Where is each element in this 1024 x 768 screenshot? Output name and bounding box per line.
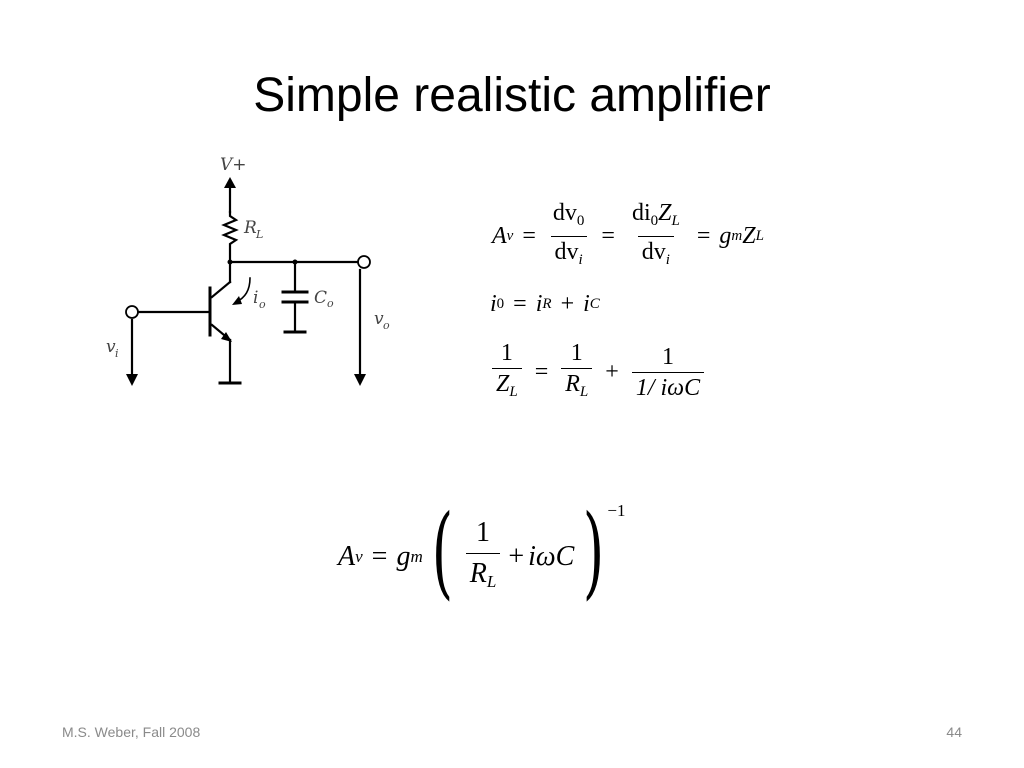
exponent: −1	[607, 501, 626, 520]
output-terminal	[357, 255, 371, 269]
right-paren: )	[583, 493, 605, 610]
footer-author-date: M.S. Weber, Fall 2008	[62, 724, 201, 740]
equation-impedance: 1 ZL = 1 RL + 1 1/ iωC	[488, 338, 708, 407]
current-label: i	[253, 288, 258, 308]
slide-title: Simple realistic amplifier	[253, 69, 771, 122]
page-number: 44	[946, 724, 962, 740]
input-terminal	[125, 305, 139, 319]
fraction-dv0-dvi: dv0 dvi	[549, 198, 589, 275]
fraction-1-RL-result: 1 RL	[465, 513, 501, 602]
current-arrow-head	[232, 296, 242, 305]
input-voltage-label-sub: i	[115, 347, 119, 360]
supply-arrow-head	[224, 177, 236, 188]
left-paren: (	[431, 493, 453, 610]
node-dot-cap	[292, 259, 298, 265]
node-dot-collector	[227, 259, 233, 265]
supply-label: V+	[220, 155, 247, 175]
fraction-1-ZL: 1 ZL	[492, 338, 522, 407]
load-resistor	[221, 210, 239, 264]
output-voltage-label-sub: o	[383, 319, 390, 332]
output-arrow-head	[354, 374, 366, 386]
cap-label: C	[314, 288, 327, 308]
current-label-sub: o	[259, 298, 266, 311]
input-arrow-head	[126, 374, 138, 386]
amplifier-circuit-diagram: V+ R L i o C o v i v o	[106, 155, 390, 386]
collector-lead	[210, 280, 232, 299]
load-resistor-label-sub: L	[255, 228, 263, 241]
fraction-1-RL: 1 RL	[561, 338, 593, 407]
output-voltage-label: v	[374, 309, 384, 329]
input-voltage-label: v	[106, 337, 116, 357]
fraction-1-over-iwC: 1 1/ iωC	[631, 342, 705, 403]
fraction-di0ZL-dvi: di0ZL dvi	[628, 198, 684, 275]
load-resistor-label: R	[243, 218, 257, 238]
emitter-arrow-head	[221, 332, 232, 342]
cap-label-sub: o	[327, 297, 334, 310]
